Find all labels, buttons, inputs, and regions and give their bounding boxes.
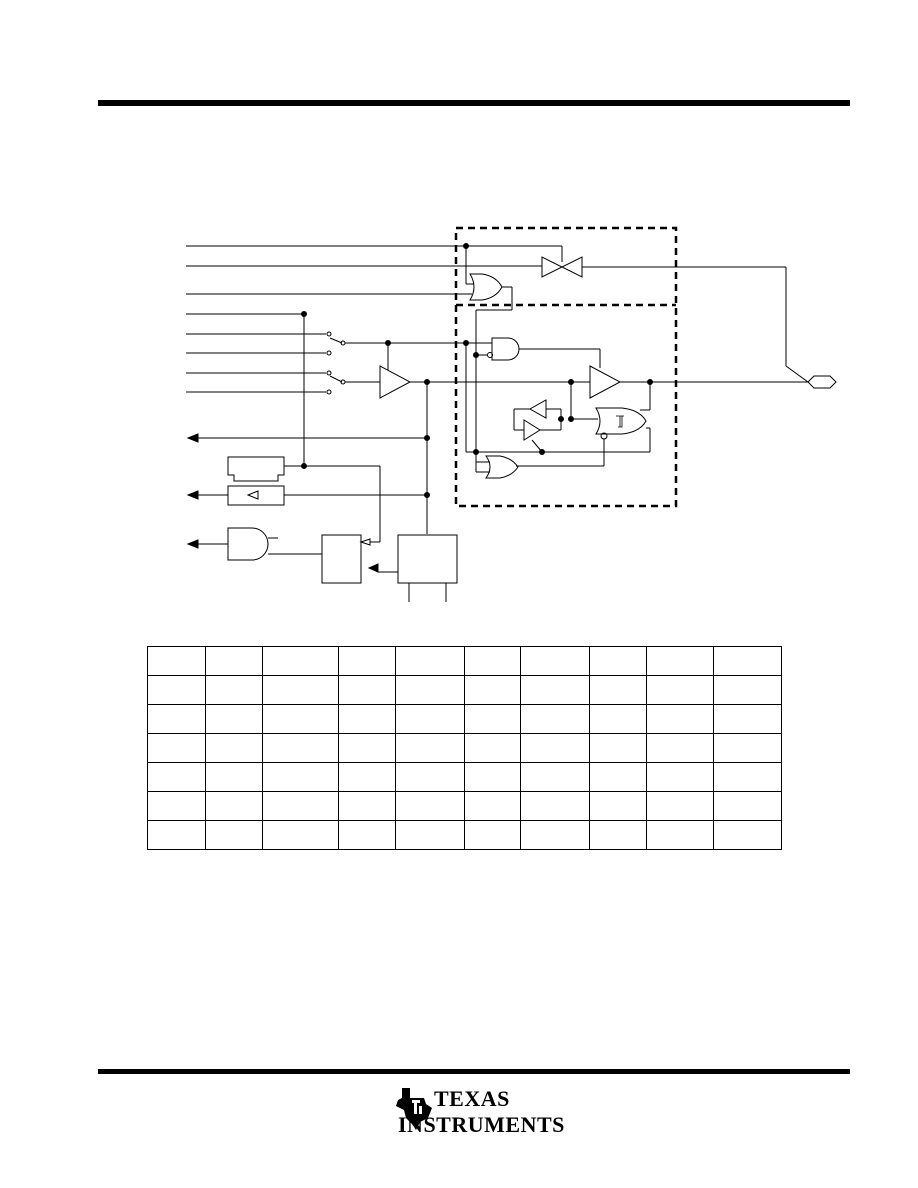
header-rule <box>98 100 850 106</box>
logo-text-texas: TEXAS <box>434 1086 510 1111</box>
table-row <box>147 762 782 792</box>
table-row <box>147 791 782 821</box>
output-buffer <box>589 365 622 399</box>
footer-rule <box>98 1069 850 1074</box>
table-row <box>147 733 782 763</box>
table-row <box>147 704 782 734</box>
feedback-buffer-right <box>523 419 541 441</box>
or-gate <box>469 273 503 301</box>
capture-register <box>227 456 304 482</box>
ti-state-icon <box>396 1088 432 1130</box>
table-row <box>147 675 782 705</box>
clock-block <box>397 534 458 584</box>
io-pad-icon <box>807 375 837 389</box>
outer-dashed-box <box>454 226 678 508</box>
io-cell-schematic <box>186 226 837 602</box>
or-gate-bottom <box>485 455 519 479</box>
main-buffer <box>379 365 412 399</box>
and-gate <box>227 527 269 561</box>
logo-text-instruments: INSTRUMENTS <box>398 1112 565 1137</box>
input-lines <box>186 245 562 393</box>
update-register <box>227 485 285 506</box>
pin-table <box>147 646 782 850</box>
feedback-buffer-left <box>528 399 547 419</box>
arrow-left-icon <box>186 490 199 500</box>
transmission-gate <box>541 246 786 278</box>
table-row <box>147 646 782 676</box>
arrow-left-icon <box>186 539 199 549</box>
mux-switches <box>326 331 466 395</box>
schmitt-gate <box>595 407 647 435</box>
arrow-left-icon <box>186 433 199 443</box>
and-gate-enable <box>491 337 520 361</box>
control-block <box>321 534 362 584</box>
texas-instruments-logo[interactable]: TEXAS INSTRUMENTS <box>394 1082 564 1142</box>
table-row <box>147 820 782 850</box>
